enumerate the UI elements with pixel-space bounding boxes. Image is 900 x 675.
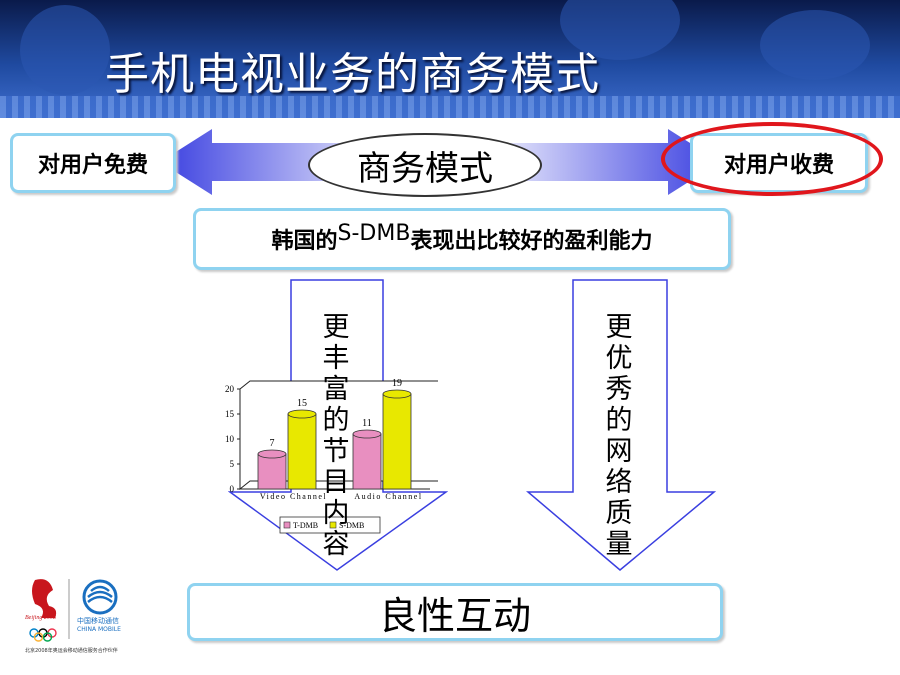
olympic-rings-icon — [29, 628, 57, 642]
header-decoration — [760, 10, 870, 80]
logo-graphics — [29, 579, 118, 642]
china-mobile-cn-text: 中国移动通信 — [77, 617, 119, 625]
x-tick-label: Audio Channel — [354, 492, 422, 501]
positive-interaction-box: 良性互动 — [187, 583, 723, 641]
sdmb-text: S-DMB — [337, 221, 411, 246]
data-label: 15 — [297, 398, 307, 409]
y-tick-label: 15 — [225, 409, 235, 419]
data-label: 19 — [392, 378, 402, 389]
korea-statement: 韩国的S-DMB表现出比较好的盈利能力 — [271, 221, 653, 255]
bar — [257, 453, 287, 490]
bar-top — [257, 449, 287, 459]
bar — [352, 433, 382, 490]
y-tick-label: 5 — [230, 459, 235, 469]
business-model-label: 商务模式 — [357, 148, 493, 189]
beijing-emblem-icon — [32, 579, 57, 618]
bar-top — [287, 409, 317, 419]
richer-content-text: 更丰富的节目内容 — [322, 312, 350, 560]
sponsor-footer-text: 北京2008年奥运会移动通信服务合作伙伴 — [25, 648, 118, 654]
korea-statement-box: 韩国的S-DMB表现出比较好的盈利能力 — [193, 208, 731, 270]
better-network-text: 更优秀的网络质量 — [605, 312, 633, 560]
china-mobile-en-text: CHINA MOBILE — [77, 626, 121, 633]
highlight-ring — [661, 122, 883, 196]
header-stripe — [0, 96, 900, 118]
china-mobile-logo-icon — [82, 579, 118, 615]
right-down-arrow — [526, 279, 716, 571]
x-tick-label: Video Channel — [260, 492, 327, 501]
y-tick-label: 10 — [225, 434, 235, 444]
bar-top — [382, 389, 412, 399]
legend-label: T-DMB — [293, 521, 318, 530]
free-for-user-label: 对用户免费 — [37, 153, 148, 178]
slide-header — [0, 0, 900, 118]
bar-top — [352, 429, 382, 439]
positive-interaction-label: 良性互动 — [378, 593, 531, 638]
data-label: 7 — [270, 438, 275, 449]
y-tick-label: 20 — [225, 384, 235, 394]
korea-suffix: 表现出比较好的盈利能力 — [410, 229, 653, 254]
data-label: 11 — [362, 418, 372, 429]
business-model-ellipse: 商务模式 — [308, 133, 542, 197]
header-decoration — [20, 5, 110, 95]
korea-prefix: 韩国的 — [271, 229, 338, 254]
legend-swatch — [329, 521, 337, 529]
right-down-arrow-shape — [526, 279, 716, 571]
bar — [382, 393, 412, 490]
bar — [287, 413, 317, 490]
y-tick-label: 0 — [230, 484, 235, 494]
logo-area: Beijing 2008 中国移动通信 CHINA MOBILE 北京2008年… — [25, 575, 165, 665]
legend-swatch — [283, 521, 291, 529]
beijing-2008-text: Beijing 2008 — [25, 615, 56, 621]
slide-title: 手机电视业务的商务模式 — [105, 49, 600, 100]
free-for-user-box: 对用户免费 — [10, 133, 176, 193]
legend-label: S-DMB — [339, 521, 364, 530]
